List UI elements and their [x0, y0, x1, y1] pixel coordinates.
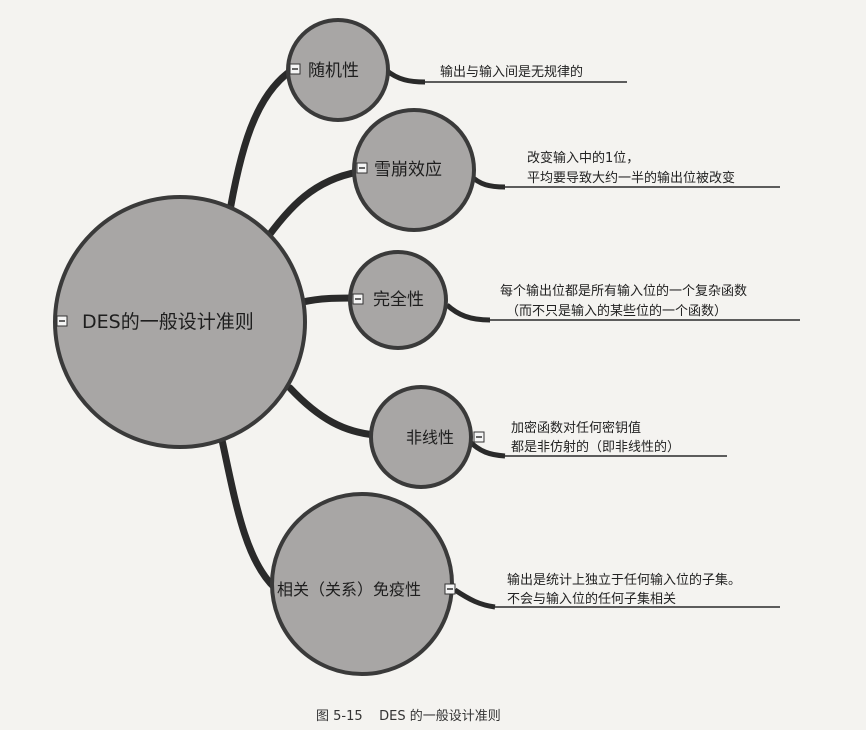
branch-connector-completeness: [299, 294, 359, 306]
tail-connector-randomness: [384, 68, 426, 85]
root-node: [53, 195, 307, 449]
description-nonlinearity-line: 加密函数对任何密钥值: [511, 420, 641, 436]
node-completeness: [348, 250, 448, 350]
collapse-toggle-icon[interactable]: [352, 293, 364, 305]
description-avalanche-line: 平均要导致大约一半的输出位被改变: [527, 170, 735, 186]
branch-connector-avalanche: [258, 168, 362, 249]
node-nonlinearity: [369, 385, 473, 489]
branch-connector-randomness: [224, 66, 296, 226]
description-correlation-immunity-line: 输出是统计上独立于任何输入位的子集。: [507, 572, 741, 588]
description-completeness-line: （而不只是输入的某些位的一个函数）: [506, 303, 727, 319]
collapse-toggle-icon[interactable]: [473, 431, 485, 443]
node-label-nonlinearity: 非线性: [406, 428, 454, 447]
node-avalanche: [352, 108, 476, 232]
description-completeness-line: 每个输出位都是所有输入位的一个复杂函数: [500, 283, 747, 299]
description-nonlinearity-line: 都是非仿射的（即非线性的）: [511, 439, 680, 455]
branch-connector-correlation-immunity: [218, 436, 279, 592]
node-label-randomness: 随机性: [308, 61, 359, 81]
description-avalanche-line: 改变输入中的1位，: [527, 150, 639, 166]
collapse-toggle-icon[interactable]: [289, 63, 301, 75]
node-label-correlation-immunity: 相关（关系）免疫性: [277, 580, 421, 599]
collapse-toggle-icon[interactable]: [56, 315, 68, 327]
description-correlation-immunity-line: 不会与输入位的任何子集相关: [507, 591, 676, 607]
node-label-completeness: 完全性: [373, 290, 424, 310]
root-label: DES的一般设计准则: [82, 311, 254, 333]
node-label-avalanche: 雪崩效应: [374, 160, 442, 180]
tail-connector-correlation-immunity: [453, 587, 496, 610]
description-randomness: 输出与输入间是无规律的: [440, 64, 583, 80]
tail-connector-completeness: [445, 303, 491, 323]
figure-caption: 图 5-15 DES 的一般设计准则: [316, 708, 501, 724]
node-randomness: [286, 18, 390, 122]
collapse-toggle-icon[interactable]: [444, 583, 456, 595]
branch-connector-nonlinearity: [286, 384, 379, 439]
collapse-toggle-icon[interactable]: [356, 162, 368, 174]
